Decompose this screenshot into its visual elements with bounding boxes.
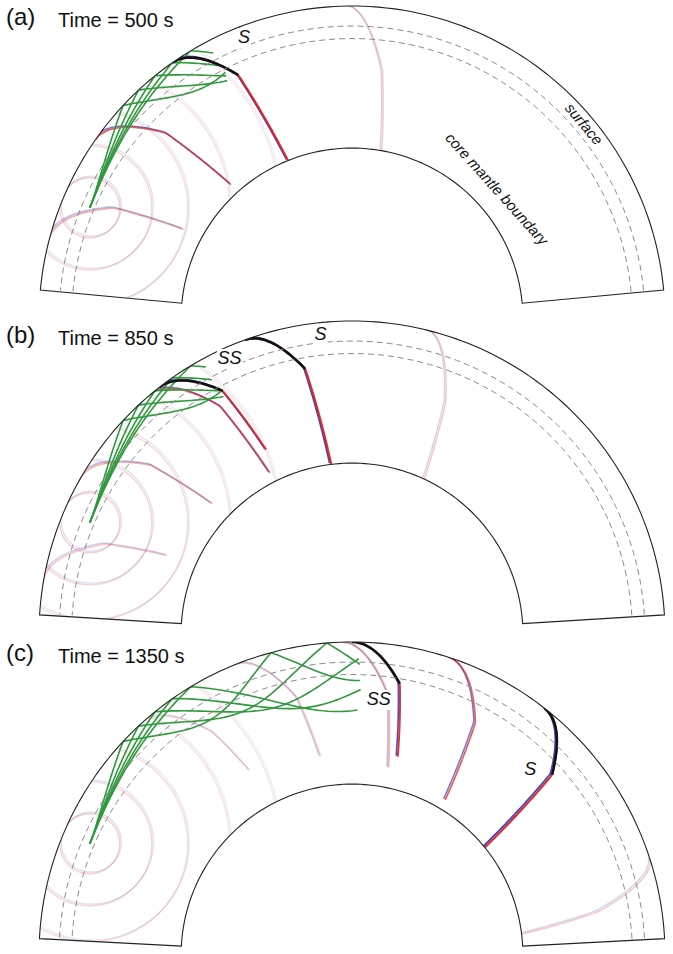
wavefront-trough [444, 656, 474, 799]
discontinuity [72, 354, 632, 616]
wavefront-trough [42, 543, 165, 578]
wavefront-peak [485, 708, 557, 847]
snapshot-panel [0, 5, 664, 398]
s-front [172, 58, 238, 75]
faint-wavefront [0, 68, 230, 348]
wavefront-trough [243, 337, 329, 463]
faint-wavefront [0, 383, 230, 663]
ray-path [90, 687, 358, 844]
mantle-outline [40, 6, 663, 303]
discontinuity [60, 341, 645, 615]
faint-wavefront [0, 110, 188, 306]
wavefront-peak [50, 208, 184, 238]
faint-wavefront [0, 333, 280, 713]
ray-path [90, 72, 226, 207]
phase-label: S [237, 28, 251, 48]
wavefront-trough [520, 857, 649, 933]
boundary-label: core mantle boundary [442, 130, 551, 249]
ray-path [90, 690, 361, 844]
wavefront-peak [522, 858, 651, 934]
wavefront-peak [347, 6, 384, 151]
wavefront-peak [172, 58, 288, 161]
wavefront-trough [483, 707, 555, 846]
time-label: Time = 500 s [58, 9, 173, 31]
wavefield [0, 5, 383, 398]
time-label: Time = 1350 s [58, 645, 185, 667]
ray-path [90, 643, 360, 844]
faint-wavefront [0, 746, 188, 942]
mantle-outline [39, 642, 664, 946]
wavefront-peak [245, 338, 331, 464]
ray-path [90, 366, 206, 523]
faint-wavefront [0, 16, 281, 396]
faint-wavefront [0, 702, 231, 954]
ray-path [90, 390, 221, 523]
faint-wavefront [0, 704, 230, 954]
wavefront-trough [171, 56, 287, 159]
mantle-outline [40, 321, 665, 624]
faint-wavefront [0, 331, 281, 711]
snapshot-panel [0, 321, 664, 713]
panel-label: (b) [6, 322, 35, 348]
faint-wavefront [0, 66, 231, 346]
wavefront-trough [350, 641, 398, 756]
wavefront-peak [96, 127, 231, 184]
ray-path [90, 659, 359, 844]
wavefront-trough [423, 329, 445, 478]
ray-path [90, 378, 212, 523]
wavefield [0, 641, 650, 954]
time-label: Time = 850 s [58, 327, 173, 349]
discontinuity [60, 26, 643, 290]
wavefront-peak [352, 642, 400, 757]
phase-label: SS [366, 690, 392, 710]
s-front [245, 338, 305, 369]
ray-path [90, 392, 221, 523]
panel-label: (a) [6, 4, 35, 30]
wavefront-peak [424, 330, 446, 479]
discontinuity [72, 675, 632, 939]
ray-path [90, 51, 213, 208]
phase-label: S [523, 760, 537, 780]
panel-label: (c) [6, 640, 34, 666]
wavefield [0, 329, 446, 713]
discontinuity [60, 662, 645, 938]
phase-label: SS [217, 349, 243, 369]
faint-wavefront [0, 18, 280, 398]
wavefront-peak [44, 544, 167, 579]
ray-path [90, 75, 226, 208]
ray-path [90, 653, 360, 844]
snapshot-panel [0, 641, 665, 954]
s-front [545, 708, 557, 775]
phase-label: S [314, 325, 328, 345]
faint-wavefront [0, 425, 188, 621]
discontinuity [73, 39, 631, 292]
